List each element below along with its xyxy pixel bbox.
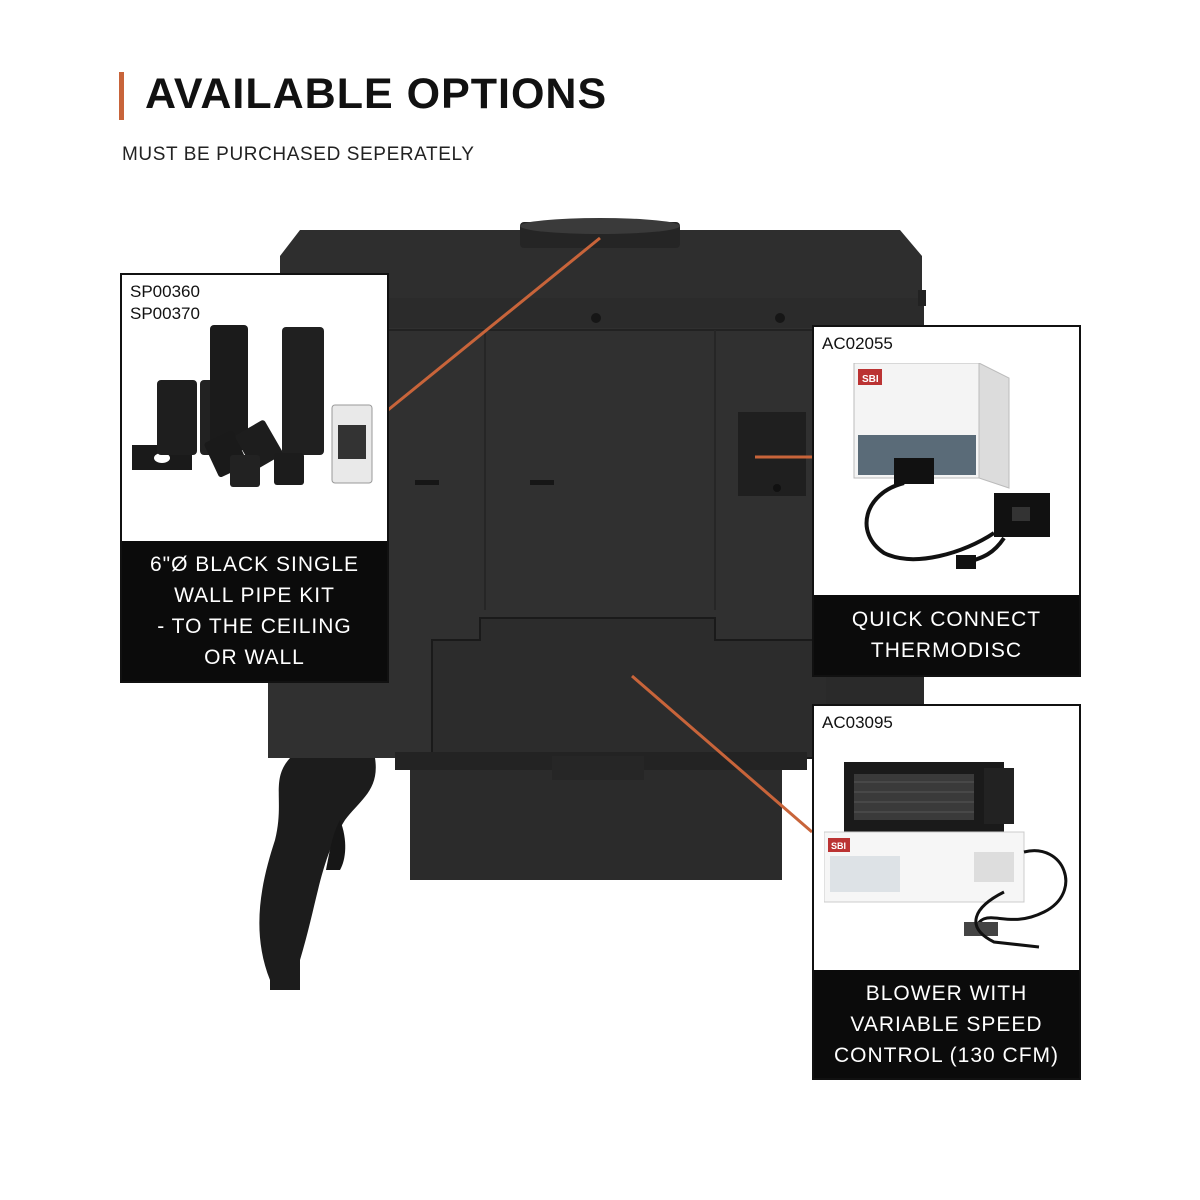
option-caption: QUICK CONNECT THERMODISC [814, 595, 1079, 675]
stove-leg-left [259, 758, 376, 990]
option-caption: 6"Ø BLACK SINGLE WALL PIPE KIT - TO THE … [122, 541, 387, 681]
callout-line-blower [631, 674, 813, 834]
ash-door [431, 617, 831, 759]
box-brand: SBI [831, 841, 846, 851]
stove-pedestal [410, 770, 782, 880]
callout-line-pipe [387, 236, 601, 412]
option-card-blower[interactable]: AC03095 SBI BLOWER WITH VARIABLE SPEED C… [812, 704, 1081, 1080]
blower-kit-image: SBI [824, 762, 1068, 949]
option-sku: AC03095 [822, 713, 893, 732]
option-sku: SP00360 SP00370 [130, 282, 200, 323]
title-accent-bar [119, 72, 124, 120]
stove-top [280, 230, 922, 300]
option-caption: BLOWER WITH VARIABLE SPEED CONTROL (130 … [814, 970, 1079, 1078]
thermodisc-kit-image: SBI [853, 363, 1050, 569]
option-card-pipe-kit[interactable]: SP00360 SP00370 6"Ø BLACK SINGLE WALL PI… [120, 273, 389, 683]
page-subtitle: MUST BE PURCHASED SEPERATELY [122, 144, 475, 165]
option-card-thermodisc[interactable]: AC02055 SBI QUICK CONNECT THERMODISC [812, 325, 1081, 677]
page-title: AVAILABLE OPTIONS [145, 70, 608, 118]
box-brand: SBI [862, 374, 879, 385]
option-sku: AC02055 [822, 334, 893, 353]
pipe-kit-image [132, 325, 373, 487]
